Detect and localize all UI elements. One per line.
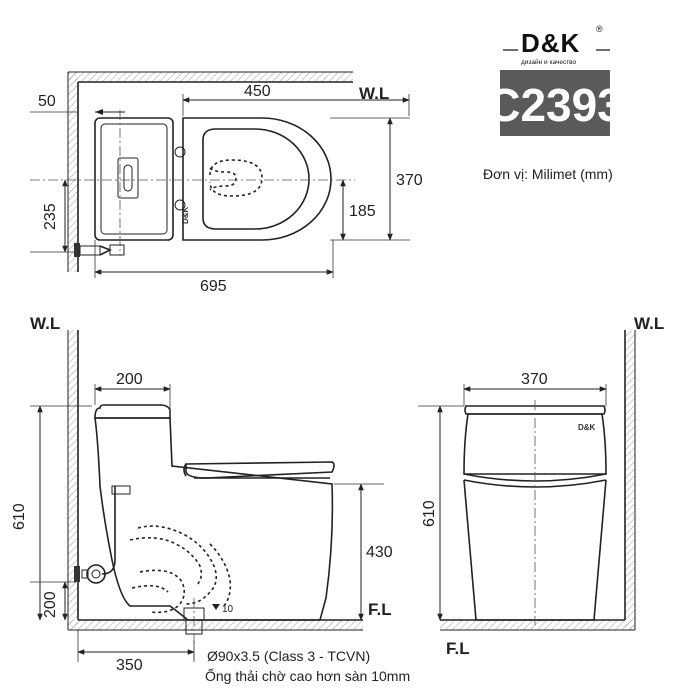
dim-side-total-height: 610	[11, 503, 28, 530]
dim-side-inlet-height: 200	[42, 591, 59, 618]
side-seat	[185, 461, 335, 479]
side-tank-lid	[94, 404, 171, 419]
outlet-spec: Ø90x3.5 (Class 3 - TCVN)	[207, 648, 370, 664]
top-tank	[94, 117, 174, 241]
model-badge	[500, 70, 610, 136]
side-outlet-pipe	[183, 598, 205, 660]
front-view: W.L F.L D&K 370 610	[418, 314, 664, 658]
outlet-note: Ống thải chờ cao hơn sàn 10mm	[205, 667, 410, 684]
side-wall-hatch	[68, 330, 78, 630]
top-bowl-outline	[182, 117, 332, 241]
top-inlet-valve	[74, 243, 125, 257]
dim-front-height: 610	[421, 500, 438, 527]
brand-tagline: дизайн и качество	[521, 58, 577, 66]
front-tank-lid	[464, 405, 606, 415]
front-wall-label: W.L	[634, 314, 664, 333]
dim-top-half-width: 185	[349, 203, 376, 220]
dim-top-width: 370	[396, 172, 423, 189]
dim-front-width: 370	[521, 371, 548, 388]
registered-mark: ®	[596, 24, 603, 34]
front-floor-hatch	[440, 620, 635, 630]
model-number: C2393	[487, 79, 623, 131]
side-floor-hatch	[68, 620, 363, 630]
flush-button-plate	[117, 157, 139, 199]
top-wall-left-hatch	[68, 72, 78, 272]
front-mini-logo: D&K	[578, 423, 596, 432]
dim-wall-offset: 50	[38, 93, 56, 110]
dim-top-inlet-height: 235	[42, 203, 59, 230]
side-view: W.L F.L	[11, 314, 410, 684]
brand-block: D&K ® дизайн и качество C2393 Đơn vị: Mi…	[483, 24, 623, 182]
side-floor-label: F.L	[368, 600, 392, 619]
dim-total-length: 695	[200, 278, 227, 295]
top-wall-label: W.L	[359, 84, 389, 103]
top-seat-inner	[202, 128, 310, 230]
side-inlet-valve	[74, 564, 106, 584]
unit-note: Đơn vị: Milimet (mm)	[483, 166, 613, 182]
front-floor-label: F.L	[446, 639, 470, 658]
brand-logo: D&K	[521, 28, 580, 58]
dim-tank-depth: 200	[116, 371, 143, 388]
dim-bowl-length: 450	[244, 83, 271, 100]
top-bowl-drain-hidden	[209, 159, 263, 197]
side-trapway-hidden	[137, 525, 218, 605]
top-view: D&K 50 450 W.L 370 185 235	[30, 71, 423, 295]
front-wall-hatch	[625, 330, 635, 630]
side-wall-label: W.L	[30, 314, 60, 333]
dim-rough-in: 350	[116, 657, 143, 674]
top-wall-top-hatch	[68, 72, 353, 82]
dim-outlet-offset: 10	[222, 604, 234, 615]
dim-seat-height: 430	[366, 544, 393, 561]
top-mini-logo: D&K	[181, 206, 190, 224]
side-toilet-body	[94, 417, 334, 621]
